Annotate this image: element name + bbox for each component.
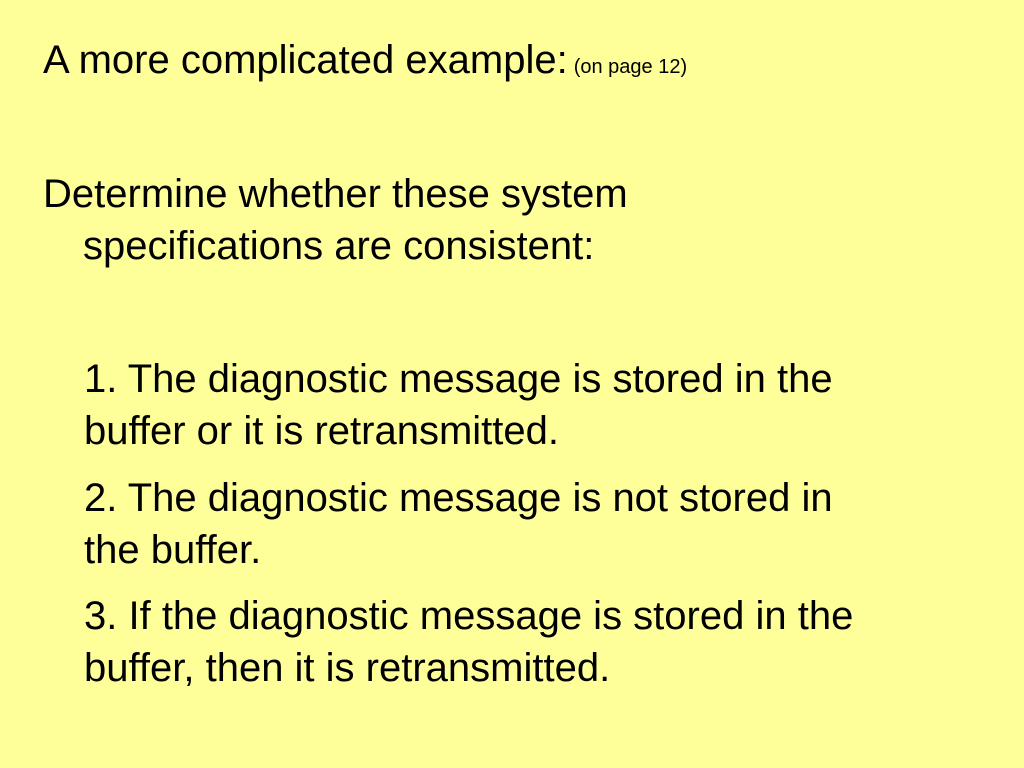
specification-1-line-2: buffer or it is retransmitted. xyxy=(84,409,559,453)
slide-heading: A more complicated example:(on page 12) xyxy=(43,36,687,91)
specification-3-line-1: 3. If the diagnostic message is stored i… xyxy=(84,594,854,638)
specification-1-line-1: 1. The diagnostic message is stored in t… xyxy=(84,357,833,401)
specification-3-line-2: buffer, then it is retransmitted. xyxy=(84,646,611,690)
page-reference-note: (on page 12) xyxy=(573,56,688,78)
specification-item-2: 2. The diagnostic message is not stored … xyxy=(84,472,984,576)
intro-paragraph: Determine whether these system specifica… xyxy=(43,168,983,272)
heading-text: A more complicated example: xyxy=(43,38,568,82)
specification-item-3: 3. If the diagnostic message is stored i… xyxy=(84,590,984,694)
specification-2-line-1: 2. The diagnostic message is not stored … xyxy=(84,476,833,520)
intro-line-1: Determine whether these system xyxy=(43,172,628,216)
intro-line-2: specifications are consistent: xyxy=(83,224,595,268)
specification-item-1: 1. The diagnostic message is stored in t… xyxy=(84,353,984,457)
specification-2-line-2: the buffer. xyxy=(84,528,262,572)
